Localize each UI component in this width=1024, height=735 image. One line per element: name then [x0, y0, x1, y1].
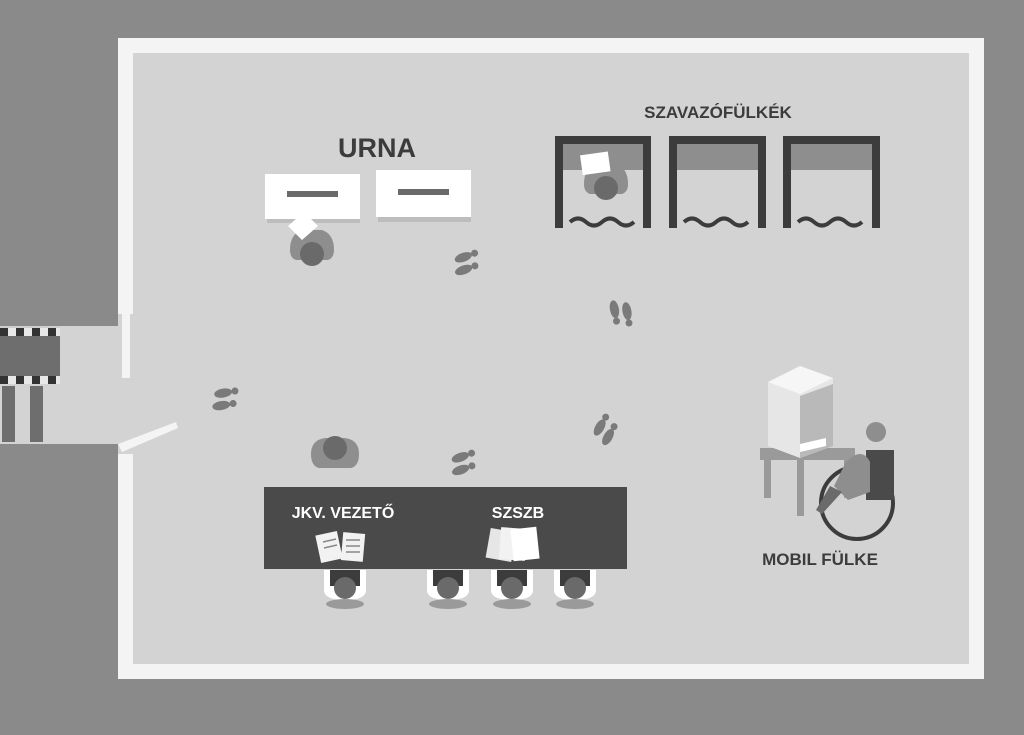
entrance — [0, 314, 178, 454]
committee-member — [491, 570, 533, 609]
mobile-booth-label: MOBIL FÜLKE — [762, 550, 878, 569]
wheelchair-icon — [816, 422, 895, 541]
minutes-keeper-label: JKV. VEZETŐ — [292, 503, 395, 522]
barrier-bottom — [0, 376, 60, 384]
voting-booth-icon[interactable] — [783, 136, 880, 228]
committee-member — [554, 570, 596, 609]
committee-member — [427, 570, 469, 609]
door-leaf[interactable] — [118, 422, 178, 452]
voter-in-booth — [580, 151, 628, 200]
voting-booth-icon[interactable] — [669, 136, 766, 228]
committee-table — [264, 487, 627, 569]
ballot-box-icon[interactable] — [376, 170, 471, 222]
wheelchair-user — [834, 454, 870, 500]
door-frame — [122, 314, 130, 378]
papers-icon — [315, 531, 366, 563]
committee-member — [324, 570, 366, 609]
ballot-paper-icon — [288, 212, 318, 240]
ballot-box-icon[interactable] — [265, 174, 360, 223]
committee-label: SZSZB — [492, 505, 544, 522]
booths-label: SZAVAZÓFÜLKÉK — [644, 103, 792, 122]
voter-at-table — [311, 436, 359, 468]
ballot-stack-icon — [485, 526, 540, 563]
voter-at-urna — [288, 212, 334, 266]
urna-label: URNA — [338, 133, 416, 163]
ballot-paper-icon — [580, 151, 611, 176]
barrier-top — [0, 328, 60, 336]
